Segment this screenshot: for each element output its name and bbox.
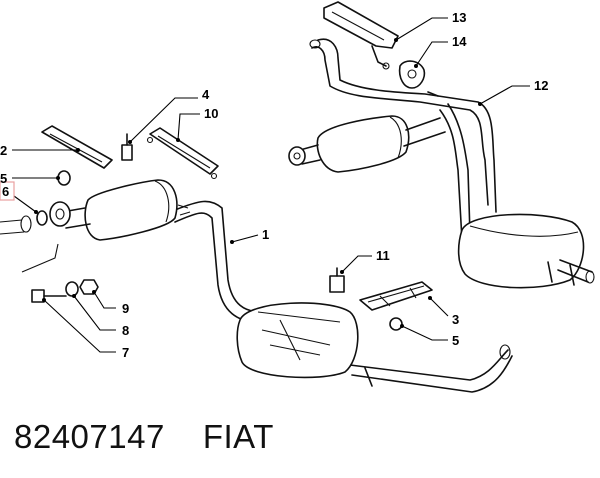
gasket-5-right [389,317,403,331]
callout-10: 10 [204,106,218,121]
part-number: 82407147 [14,418,165,455]
upper-front-silencer [288,115,446,173]
callout-13: 13 [452,10,466,25]
hanger-13 [323,1,399,70]
central-silencer [236,302,359,379]
callout-2: 2 [0,143,7,158]
heat-shield-10 [146,127,219,180]
ring-6 [0,210,48,235]
callout-11: 11 [376,248,390,263]
exhaust-pipe-upper [309,38,497,241]
callout-3: 3 [452,312,459,327]
exhaust-system-diagram: 1 2 3 4 5 5 6 7 8 9 10 11 12 13 14 [0,1,595,393]
callout-5-left: 5 [0,171,7,186]
callout-7: 7 [122,345,129,360]
bolt-7 [31,289,67,303]
callout-6-highlight [0,181,15,201]
callout-9: 9 [122,301,129,316]
brand-name: FIAT [202,418,274,455]
callout-8: 8 [122,323,129,338]
bolt-4 [121,133,133,161]
upper-rear-silencer [457,213,595,289]
callout-6: 6 [2,184,9,199]
callout-5-right: 5 [452,333,459,348]
bracket-3 [359,281,433,311]
callout-4: 4 [202,87,210,102]
bolt-11 [329,267,345,293]
callout-12: 12 [534,78,548,93]
callout-14: 14 [452,34,467,49]
leader-lines [12,17,530,353]
front-silencer [49,179,191,241]
rubber-mount-14 [398,60,439,97]
assembly-bracket-line [21,243,59,273]
washer-8 [65,281,79,297]
heat-shield-2 [41,125,113,169]
part-caption: 82407147 FIAT [14,418,274,462]
callout-1: 1 [262,227,269,242]
leader-dots [34,38,482,328]
